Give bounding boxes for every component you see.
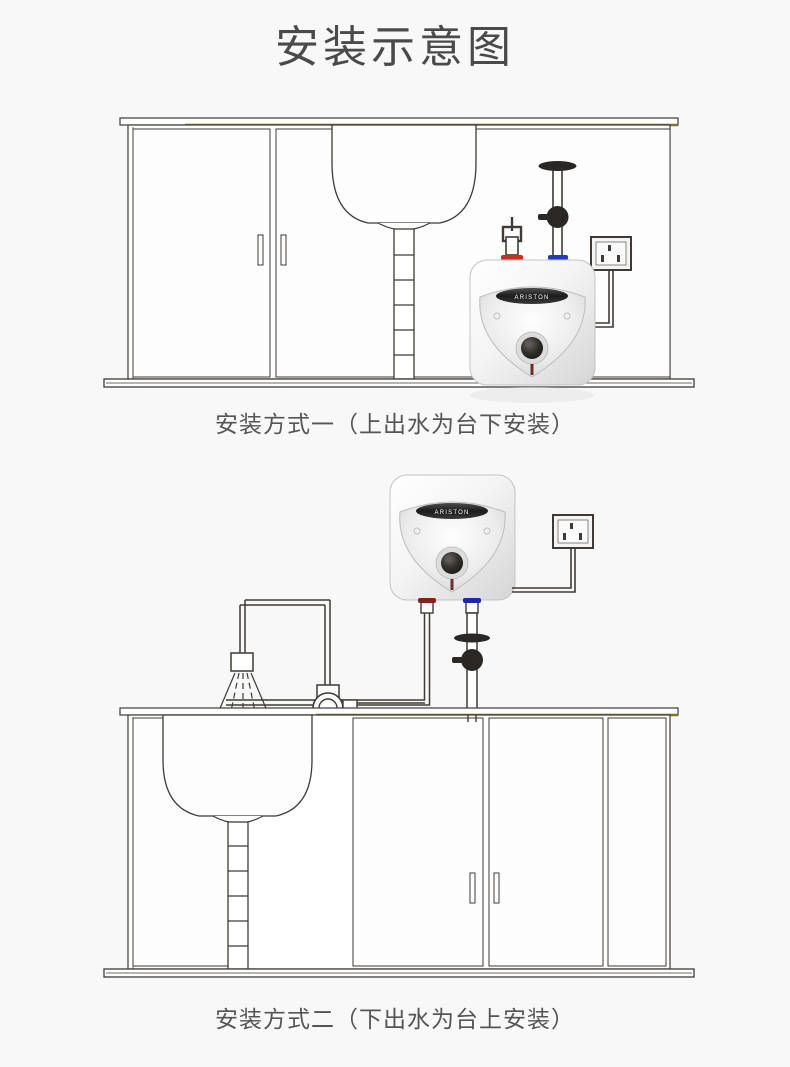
cabinet-side-panel-2 <box>607 717 667 967</box>
door-handle-icon[interactable] <box>469 872 476 904</box>
brand-badge-1: ARISTON <box>496 288 568 304</box>
indicator-light-left-2 <box>413 527 421 535</box>
page-title: 安装示意图 <box>275 23 515 72</box>
temperature-knob-1[interactable] <box>515 331 549 375</box>
power-cord-2 <box>512 548 576 593</box>
water-spray-lines-2 <box>217 672 269 717</box>
cabinet-door-left-1[interactable] <box>132 128 271 378</box>
svg-text:ARISTON: ARISTON <box>515 295 550 301</box>
floor-line-2 <box>103 968 695 978</box>
plumbing-assembly-2 <box>226 598 490 714</box>
cold-pipe-through-counter-2 <box>467 715 477 722</box>
heater-shadow-1 <box>470 387 594 403</box>
knob-indicator-mark-2 <box>450 579 454 590</box>
water-heater-1[interactable]: ARISTON <box>469 259 596 403</box>
plumbing-assembly-1 <box>501 161 577 262</box>
svg-text:ARISTON: ARISTON <box>435 510 470 516</box>
door-handle-icon[interactable] <box>280 234 287 266</box>
cold-water-connector-2 <box>463 598 481 614</box>
diagram-installation-method-1: ARISTON <box>0 105 790 405</box>
power-supply-1 <box>590 236 632 328</box>
power-cord-1 <box>593 270 614 328</box>
cold-water-connector-1 <box>548 255 568 260</box>
indicator-light-right-2 <box>483 527 491 535</box>
power-supply-2 <box>512 514 594 593</box>
hot-water-connector-2 <box>418 598 436 614</box>
countertop-2 <box>119 707 679 717</box>
diagram-installation-method-2: ARISTON <box>0 460 790 995</box>
caption-installation-method-2: 安装方式二（下出水为台上安装） <box>215 1006 575 1032</box>
shutoff-valve-1[interactable] <box>538 206 569 228</box>
sink-basin-2 <box>162 714 313 824</box>
door-handle-icon[interactable] <box>493 872 500 904</box>
indicator-light-left-1 <box>493 312 501 320</box>
knob-indicator-mark-1 <box>530 364 534 375</box>
water-heater-2[interactable]: ARISTON <box>389 474 516 601</box>
power-socket-2[interactable] <box>552 514 594 549</box>
hot-water-pipe-2 <box>226 613 431 706</box>
countertop-1 <box>119 117 679 127</box>
cabinet-door-right-2[interactable] <box>488 717 604 967</box>
indicator-light-right-1 <box>563 312 571 320</box>
safety-valve-2 <box>454 633 490 643</box>
faucet-gooseneck-2 <box>239 599 331 693</box>
sink-basin-1 <box>331 124 477 231</box>
caption-installation-method-1: 安装方式一（上出水为台下安装） <box>215 411 575 437</box>
cabinet-assembly-2 <box>103 707 695 978</box>
drain-pipe-1 <box>393 228 415 380</box>
drain-pipe-2 <box>227 821 249 970</box>
brand-badge-2: ARISTON <box>416 503 488 519</box>
cabinet-door-left-2[interactable] <box>352 717 484 967</box>
door-handle-icon[interactable] <box>257 234 264 266</box>
floor-line-1 <box>103 378 695 388</box>
hot-water-connector-1 <box>501 236 523 260</box>
power-socket-1[interactable] <box>590 236 632 271</box>
shutoff-valve-2[interactable] <box>452 649 483 671</box>
spray-head-2[interactable] <box>230 652 254 672</box>
temperature-knob-2[interactable] <box>435 546 469 590</box>
